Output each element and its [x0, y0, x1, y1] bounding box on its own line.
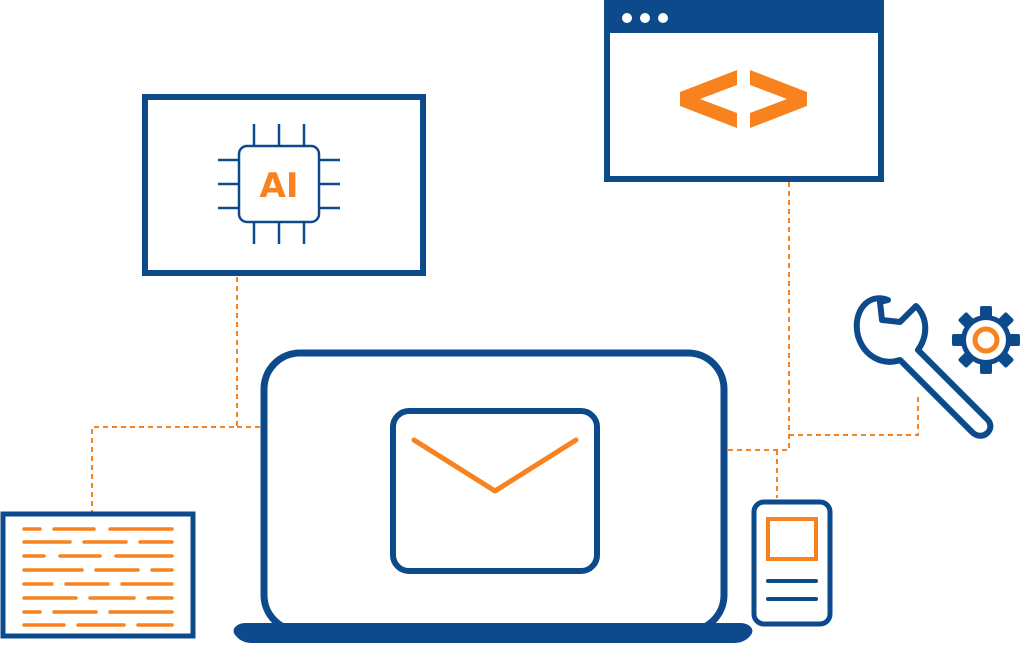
window-dot-1: [622, 13, 632, 23]
window-dot-2: [640, 13, 650, 23]
connector-tools: [789, 393, 919, 436]
laptop-icon: [233, 349, 753, 643]
wrench-icon: [853, 295, 994, 439]
ai-chip-label: AI: [260, 166, 299, 206]
document-frame: [0, 511, 196, 639]
document-icon: [0, 511, 196, 639]
connector-lines: [91, 182, 919, 512]
gear-icon: [952, 306, 1020, 374]
window-dot-3: [658, 13, 668, 23]
document-text-lines: [22, 527, 174, 627]
envelope-icon: [390, 408, 600, 574]
phone-frame: [751, 499, 833, 627]
code-window: [604, 0, 884, 182]
connector-code-to-phone: [728, 182, 790, 451]
connector-ai-to-laptop: [91, 277, 238, 512]
ai-chip-icon: [218, 124, 340, 244]
ai-monitor: AI: [142, 94, 426, 276]
wrench-gear-icon: [853, 295, 1020, 439]
code-brackets-icon: [680, 70, 807, 128]
phone-image-placeholder: [766, 517, 818, 561]
laptop-base: [233, 623, 753, 643]
code-window-titlebar: [607, 3, 881, 33]
smartphone-icon: [751, 499, 833, 627]
